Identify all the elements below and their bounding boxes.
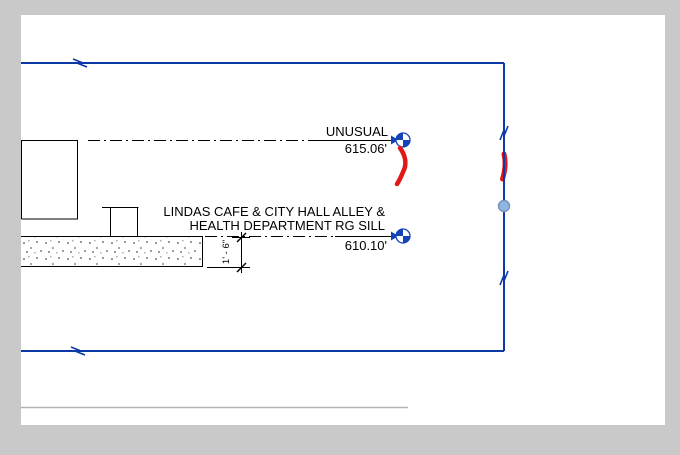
level-elevation[interactable]: 615.06': [345, 141, 387, 156]
level-elevation[interactable]: 610.10': [345, 238, 387, 253]
curb-outline: [102, 207, 139, 236]
slab-edge: [21, 236, 203, 267]
dimension-tick-top: [236, 232, 247, 243]
level-name-line2[interactable]: HEALTH DEPARTMENT RG SILL: [189, 218, 385, 233]
drawing-svg: 1' - 6" UNUSUAL 615.06' LINDAS CAFE & CI…: [21, 58, 511, 409]
drawing-canvas[interactable]: 1' - 6" UNUSUAL 615.06' LINDAS CAFE & CI…: [21, 15, 665, 425]
revision-mark-left[interactable]: [394, 145, 408, 187]
dimension-text[interactable]: 1' - 6": [221, 240, 232, 264]
dimension-tick-bottom: [236, 262, 247, 273]
level-name-line1[interactable]: LINDAS CAFE & CITY HALL ALLEY &: [163, 204, 385, 219]
building-section-linework: [21, 140, 203, 267]
wall-outline: [21, 140, 78, 220]
level-name[interactable]: UNUSUAL: [326, 124, 388, 139]
level-unusual[interactable]: UNUSUAL 615.06': [88, 124, 411, 156]
level-head-icon[interactable]: [390, 228, 411, 244]
level-lindas-cafe[interactable]: LINDAS CAFE & CITY HALL ALLEY & HEALTH D…: [163, 204, 411, 253]
markup-strokes: [394, 145, 508, 187]
level-head-icon[interactable]: [390, 132, 411, 148]
dimension-1-6[interactable]: [207, 232, 250, 273]
crop-drag-dot[interactable]: [497, 199, 511, 213]
concrete-hatch: [21, 237, 202, 266]
